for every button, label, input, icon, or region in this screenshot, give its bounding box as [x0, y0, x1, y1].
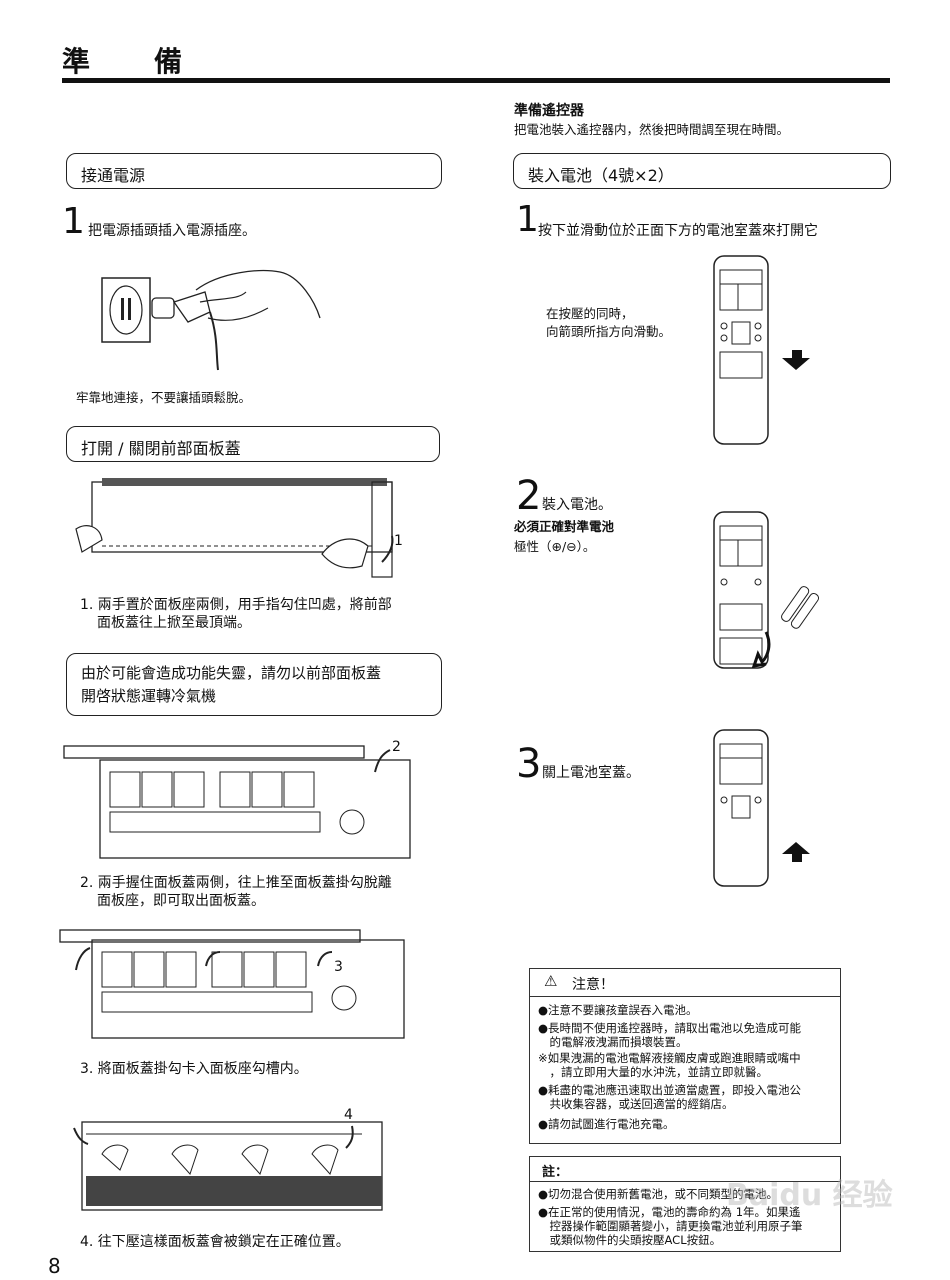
panel-hook-illustration	[59, 929, 405, 1039]
notes-item: 或類似物件的尖頭按壓ACL按鈕。	[538, 1233, 722, 1247]
caution-title-bar: ⚠ 注意！	[530, 969, 840, 997]
caution-item: ●耗盡的電池應迅速取出並適當處置，即投入電池公	[538, 1083, 802, 1097]
power-note: 牢靠地連接，不要讓插頭鬆脫。	[76, 390, 252, 405]
caution-item: 共收集容器，或送回適當的經銷店。	[538, 1097, 734, 1111]
remote-close-illustration	[713, 729, 810, 887]
step-text: 把電源插頭插入電源插座。	[88, 223, 256, 239]
power-section-heading: 接通電源	[66, 153, 442, 189]
notes-title: 註：	[542, 1165, 569, 1180]
panel-step4: 4. 往下壓這樣面板蓋會被鎖定在正確位置。	[80, 1234, 350, 1250]
panel-step1-line2: 面板蓋往上掀至最頂端。	[97, 615, 251, 631]
panel-step2-line2: 面板座，即可取出面板蓋。	[97, 893, 265, 909]
step1-hint-line2: 向箭頭所指方向滑動。	[546, 324, 672, 339]
caution-item: ●請勿試圖進行電池充電。	[538, 1117, 675, 1131]
caution-item: ※如果洩漏的電池電解液接觸皮膚或跑進眼睛或嘴中	[538, 1051, 801, 1065]
notes-item: ●切勿混合使用新舊電池，或不同類型的電池。	[538, 1187, 779, 1201]
battery-heading-text: 裝入電池（4號×2）	[528, 166, 674, 185]
watermark: Baidu 经验	[726, 1178, 893, 1213]
remote-heading: 準備遙控器	[514, 103, 584, 119]
step1-hint-line1: 在按壓的同時，	[546, 306, 634, 321]
panel-heading-text: 打開 / 關閉前部面板蓋	[81, 439, 241, 458]
battery-step2-text: 裝入電池。	[542, 497, 612, 513]
panel-lock-illustration	[73, 1121, 383, 1211]
notes-title-bar: 註：	[530, 1157, 840, 1182]
warning-box: 由於可能會造成功能失靈，請勿以前部面板蓋 開啓狀態運轉冷氣機	[66, 653, 442, 716]
battery-step1-number: 1	[516, 199, 539, 240]
step2-hint-line2: 極性（⊕/⊖）。	[514, 539, 596, 554]
panel-step1-line1: 1. 兩手置於面板座兩側，用手指勾住凹處，將前部	[80, 597, 392, 613]
step-number: 1	[62, 201, 85, 242]
caution-item: ，請立即用大量的水沖洗，並請立即就醫。	[538, 1065, 768, 1079]
caution-box: ⚠ 注意！ ●注意不要讓孩童誤吞入電池。 ●長時間不使用遙控器時，請取出電池以免…	[529, 968, 841, 1144]
notes-item: 控器操作範圍顯著變小，請更換電池並利用原子筆	[538, 1219, 803, 1233]
battery-step3-text: 關上電池室蓋。	[542, 765, 640, 781]
remote-desc: 把電池裝入遙控器内，然後把時間調至現在時間。	[514, 122, 790, 137]
remote-open-illustration	[713, 255, 810, 445]
notes-box: 註： ●切勿混合使用新舊電池，或不同類型的電池。 ●在正常的使用情況，電池的壽命…	[529, 1156, 841, 1252]
power-heading-text: 接通電源	[81, 166, 146, 185]
battery-step2-number: 2	[516, 473, 542, 519]
fig2-label: 2	[392, 739, 401, 755]
panel-section-heading: 打開 / 關閉前部面板蓋	[66, 426, 440, 462]
plug-illustration	[101, 269, 321, 371]
warning-line2: 開啓狀態運轉冷氣機	[81, 687, 217, 705]
panel-step2-line1: 2. 兩手握住面板蓋兩側，往上推至面板蓋掛勾脫離	[80, 875, 392, 891]
title-rule	[62, 78, 890, 83]
battery-step3-number: 3	[516, 741, 542, 787]
caution-item: 的電解液洩漏而損壞裝置。	[538, 1035, 688, 1049]
caution-title: 注意！	[572, 977, 614, 993]
page-title: 準 備	[62, 45, 201, 78]
caution-item: ●注意不要讓孩童誤吞入電池。	[538, 1003, 698, 1017]
fig1-label: 1	[394, 533, 403, 549]
fig4-label: 4	[344, 1107, 353, 1123]
panel-step3: 3. 將面板蓋掛勾卡入面板座勾槽内。	[80, 1061, 308, 1077]
fig3-label: 3	[334, 959, 343, 975]
panel-remove-illustration	[63, 745, 411, 859]
warning-triangle-icon: ⚠	[544, 972, 558, 990]
panel-open-illustration	[75, 478, 394, 578]
warning-line1: 由於可能會造成功能失靈，請勿以前部面板蓋	[81, 664, 382, 682]
remote-battery-illustration	[713, 511, 820, 669]
battery-section-heading: 裝入電池（4號×2）	[513, 153, 891, 189]
page-number: 8	[48, 1254, 61, 1278]
caution-item: ●長時間不使用遙控器時，請取出電池以免造成可能	[538, 1021, 802, 1035]
step2-hint-line1: 必須正確對準電池	[514, 519, 615, 534]
battery-step1-text: 按下並滑動位於正面下方的電池室蓋來打開它	[538, 223, 818, 239]
notes-item: ●在正常的使用情況，電池的壽命約為 1年。如果遙	[538, 1205, 801, 1219]
